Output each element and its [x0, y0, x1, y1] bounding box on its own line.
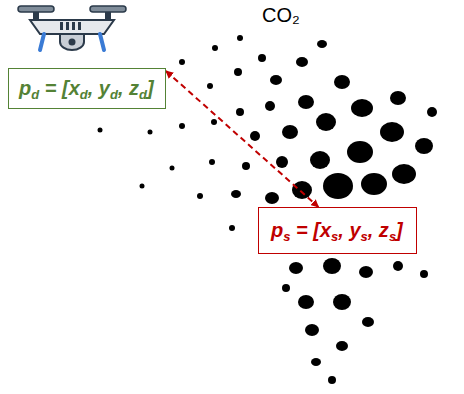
gas-blob — [242, 162, 250, 170]
gas-blob — [179, 123, 185, 129]
gas-blob — [170, 166, 175, 171]
gas-blob — [296, 57, 308, 67]
drone-icon — [18, 6, 126, 50]
gas-blob — [265, 101, 275, 111]
rotor-mount — [33, 12, 39, 20]
camera — [60, 34, 84, 50]
gas-blob — [236, 108, 244, 116]
gas-blob — [359, 266, 373, 278]
gas-label: CO₂ — [262, 4, 300, 27]
gas-blob — [298, 295, 314, 309]
gas-blob — [347, 141, 373, 163]
gas-blob — [98, 128, 103, 133]
gas-blob — [390, 91, 406, 105]
gas-blob — [334, 75, 350, 89]
gas-blob — [229, 225, 235, 231]
gas-blob — [207, 83, 213, 89]
gas-blob — [420, 270, 428, 278]
gas-blob — [317, 40, 327, 48]
co2-plume — [98, 35, 438, 384]
distance-arrow — [166, 71, 318, 207]
camera-lens — [69, 39, 76, 46]
gas-blob — [292, 181, 312, 199]
gas-blob — [212, 45, 218, 51]
gas-blob — [298, 95, 314, 109]
gas-blob — [362, 317, 374, 327]
gas-blob — [336, 341, 348, 351]
propeller — [18, 6, 54, 12]
position-box: ps = [xs, ys, zs] — [258, 207, 417, 254]
gas-blob — [148, 130, 153, 135]
gas-blob — [197, 193, 203, 199]
gas-blob — [234, 68, 242, 76]
gas-blob — [380, 122, 404, 142]
vent — [78, 22, 81, 30]
gas-blob — [231, 190, 241, 198]
gas-blob — [311, 358, 321, 366]
gas-blob — [258, 54, 266, 62]
gas-blob — [276, 156, 288, 168]
gas-blob — [289, 262, 303, 274]
vent — [72, 22, 75, 30]
propeller — [90, 6, 126, 12]
gas-blob — [361, 173, 387, 195]
leg — [40, 34, 44, 50]
position-box: pd = [xd, yd, zd] — [8, 68, 166, 109]
gas-blob — [310, 151, 330, 169]
rotor-mount — [105, 12, 111, 20]
gas-blob — [323, 173, 353, 199]
position-formula: pd = [xd, yd, zd] — [19, 76, 155, 100]
gas-blob — [179, 59, 185, 65]
vent — [66, 22, 69, 30]
gas-blob — [316, 113, 336, 131]
gas-blob — [211, 119, 217, 125]
gas-blob — [323, 258, 341, 274]
gas-blob — [270, 75, 282, 85]
gas-blob — [415, 138, 433, 154]
position-formula: ps = [xs, ys, zs] — [271, 218, 404, 242]
gas-blob — [209, 159, 215, 165]
gas-blob — [282, 284, 290, 292]
gas-blob — [265, 192, 279, 204]
leg — [100, 34, 104, 50]
gas-blob — [250, 131, 260, 141]
gas-blob — [237, 35, 243, 41]
gas-blob — [393, 261, 403, 271]
vent — [60, 22, 63, 30]
gas-blob — [305, 324, 319, 336]
gas-blob — [351, 99, 373, 117]
drone-body — [30, 20, 114, 34]
gas-blob — [328, 376, 336, 384]
gas-blob — [392, 164, 416, 184]
gas-blob — [333, 294, 351, 310]
gas-blob — [282, 125, 298, 139]
gas-blob — [140, 184, 145, 189]
gas-blob — [427, 107, 437, 117]
